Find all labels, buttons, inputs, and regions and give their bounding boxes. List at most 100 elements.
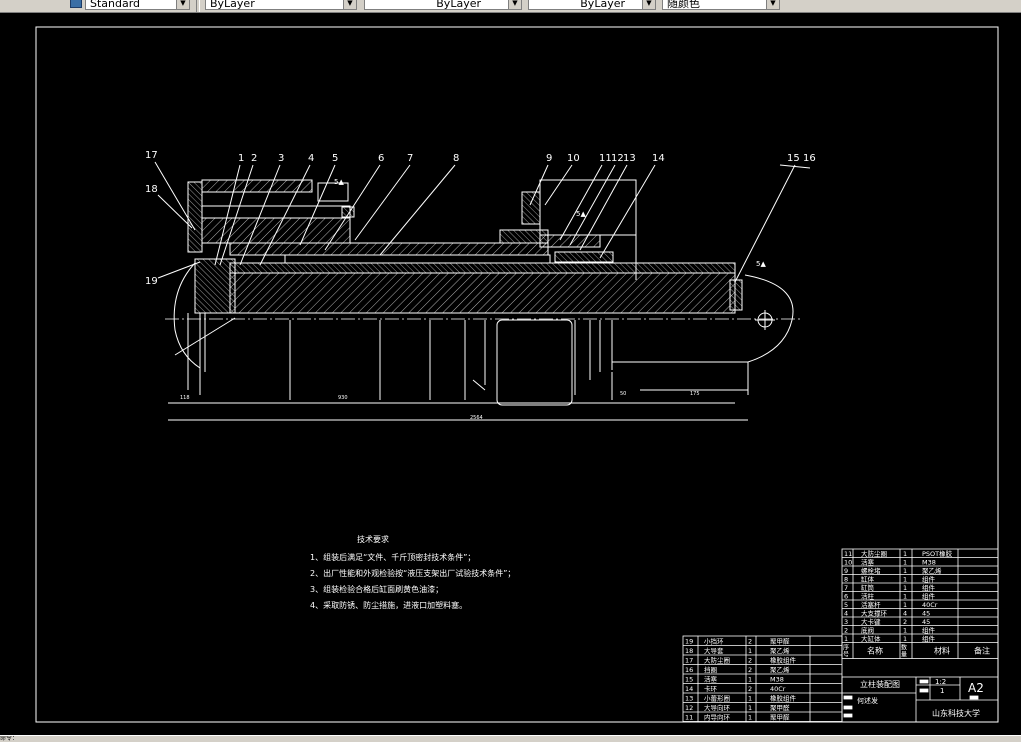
toolbar-separator (196, 0, 200, 12)
bom-cell-material: 组件 (922, 634, 936, 643)
sheet-value: 1 (940, 687, 944, 695)
bom-cell-name: 活塞 (704, 675, 718, 684)
bom-cell-qty: 1 (748, 714, 752, 722)
bom-cell-no: 14 (685, 685, 693, 693)
lineweight-dropdown[interactable]: ByLayer ▼ (528, 0, 656, 10)
bom-cell-no: 7 (844, 584, 848, 592)
bom-cell-name: 螺栓堵 (861, 566, 881, 575)
bom-header-material: 材料 (934, 646, 950, 656)
bom-cell-qty: 1 (748, 695, 752, 703)
bom-cell-no: 16 (685, 666, 693, 674)
callout-4: 4 (308, 153, 314, 164)
bom-cell-material: M38 (770, 676, 784, 684)
bom-cell-name: 大导向环 (704, 703, 731, 712)
bom-cell-material: 聚甲醛 (770, 637, 790, 646)
callout-12: 12 (611, 153, 624, 164)
bom-cell-no: 4 (844, 610, 848, 618)
bom-cell-name: 活塞杆 (861, 600, 881, 609)
bom-cell-qty: 1 (748, 647, 752, 655)
bom-cell-material: 组件 (922, 583, 936, 592)
callout-5: 5 (332, 153, 338, 164)
bom-cell-material: 40Cr (770, 685, 786, 693)
bom-cell-qty: 1 (903, 593, 907, 601)
linetype-dropdown[interactable]: ByLayer ▼ (364, 0, 522, 10)
svg-text:50: 50 (620, 391, 626, 397)
properties-toolbar: Standard ▼ ByLayer ▼ ByLayer ▼ ByLayer ▼… (0, 0, 1021, 13)
bom-cell-material: 45 (922, 610, 930, 618)
bom-cell-qty: 1 (903, 576, 907, 584)
cylinder-assembly: 118 930 50 175 2564 (154, 161, 811, 421)
weld-label: 5▲ (334, 178, 344, 186)
bom-cell-material: 聚乙烯 (770, 646, 790, 655)
svg-text:118: 118 (180, 395, 190, 401)
callout-15: 15 (787, 153, 800, 164)
bom-cell-material: 聚甲醛 (770, 713, 790, 722)
bom-header-name: 名称 (867, 646, 883, 656)
bom-cell-qty: 2 (748, 638, 752, 646)
paper-size: A2 (968, 681, 984, 695)
bom-cell-name: 活塞 (861, 558, 875, 567)
callout-17: 17 (145, 150, 158, 161)
bom-header-qty: 量 (901, 652, 907, 659)
chevron-down-icon[interactable]: ▼ (642, 0, 655, 9)
callout-10: 10 (567, 153, 580, 164)
chevron-down-icon[interactable]: ▼ (508, 0, 521, 9)
bom-cell-material: 聚乙烯 (922, 566, 942, 575)
scale-value: 1:2 (935, 678, 946, 686)
chevron-down-icon[interactable]: ▼ (343, 0, 356, 9)
bom-cell-name: 小蕾形圈 (704, 694, 730, 703)
callout-11: 11 (599, 153, 612, 164)
bom-cell-material: M38 (922, 559, 936, 567)
bom-cell-name: 底阀 (861, 626, 874, 635)
text-style-icon[interactable] (70, 0, 82, 8)
bom-cell-name: 小挡环 (704, 637, 724, 646)
chevron-down-icon[interactable]: ▼ (766, 0, 779, 9)
bom-cell-qty: 2 (903, 618, 907, 626)
command-prompt: 命令： (0, 735, 19, 742)
bom-cell-no: 3 (844, 618, 848, 626)
chevron-down-icon[interactable]: ▼ (176, 0, 189, 9)
bom-cell-no: 6 (844, 593, 848, 601)
bom-cell-material: 组件 (922, 592, 936, 601)
color-dropdown[interactable]: 随颜色 ▼ (662, 0, 780, 10)
designer-name: 何述发 (857, 696, 878, 705)
bom-cell-qty: 1 (903, 550, 907, 558)
drawing-name: 立柱装配图 (860, 679, 900, 689)
bom-cell-qty: 2 (748, 666, 752, 674)
bom-cell-name: 卡环 (704, 684, 718, 693)
drawing-frame (35, 26, 999, 723)
command-line[interactable]: 命令： (0, 735, 1021, 742)
callout-8: 8 (453, 153, 459, 164)
callout-13: 13 (623, 153, 636, 164)
bom-cell-no: 11 (844, 550, 852, 558)
bom-header-no: 序 (843, 644, 849, 652)
bom-cell-no: 12 (685, 704, 693, 712)
bom-cell-material: 聚乙烯 (770, 665, 790, 674)
bom-cell-name: 缸体 (861, 575, 875, 584)
bom-cell-name: 大导套 (704, 646, 724, 655)
title-block-text: 立柱装配图 1:2 1 A2 何述发 山东科技大学 (857, 678, 984, 718)
callout-7: 7 (407, 153, 413, 164)
bom-cell-no: 8 (844, 576, 848, 584)
bom-cell-no: 1 (844, 635, 848, 643)
bom-cell-no: 9 (844, 567, 848, 575)
bom-cell-qty: 1 (903, 601, 907, 609)
tech-item: 2、出厂性能和外观检验按“液压支架出厂试验技术条件”； (310, 568, 515, 578)
weld-label: 5▲ (756, 260, 766, 268)
svg-text:175: 175 (690, 391, 700, 397)
drawing-canvas[interactable]: 118 930 50 175 2564 17 18 19 1 2 3 4 (0, 12, 1021, 736)
layer-dropdown[interactable]: ByLayer ▼ (205, 0, 357, 10)
bom-cell-material: 45 (922, 618, 930, 626)
text-style-dropdown[interactable]: Standard ▼ (85, 0, 190, 10)
bom-cell-no: 19 (685, 638, 693, 646)
bom-cell-name: 大卡键 (861, 617, 881, 626)
tech-title: 技术要求 (357, 534, 389, 544)
bom-cell-no: 18 (685, 647, 693, 655)
bom-cell-qty: 1 (903, 567, 907, 575)
bom-cell-name: 大防尘圈 (861, 549, 887, 558)
callout-2: 2 (251, 153, 257, 164)
callout-18: 18 (145, 184, 158, 195)
bom-cell-material: 组件 (922, 626, 936, 635)
